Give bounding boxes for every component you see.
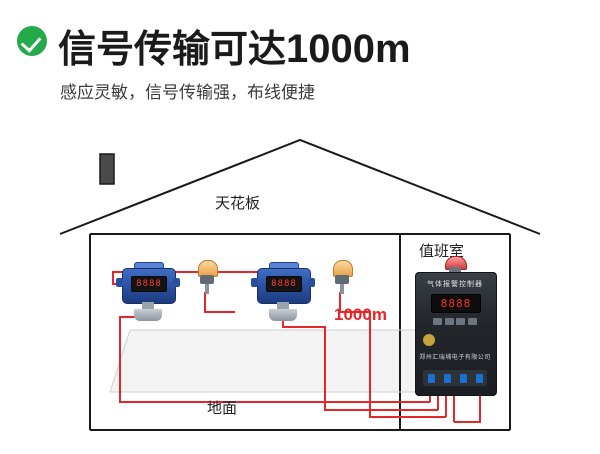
detector-stem (277, 302, 289, 311)
chimney (99, 153, 115, 185)
terminal-3 (459, 373, 467, 383)
label-distance: 1000m (334, 305, 387, 324)
detector-arm-right (173, 278, 180, 287)
page-title-text: 信号传输可达 (58, 29, 287, 71)
label-ground: 地面 (207, 400, 238, 417)
controller-button-4[interactable] (467, 318, 477, 325)
detector-arm-left (116, 278, 123, 287)
controller-button-1[interactable] (433, 318, 442, 325)
detector-sensor-head (269, 309, 297, 321)
horn-pole (340, 284, 344, 294)
gas-alarm-controller: 气体报警控制器 8888 郑州汇瑞埔电子有限公司 (415, 256, 497, 396)
page-subtitle: 感应灵敏，信号传输强，布线便捷 (60, 83, 315, 102)
page-title: 信号传输可达1000m (58, 18, 411, 73)
page-title-number: 1000m (286, 27, 411, 71)
terminal-4 (475, 373, 483, 383)
roof-line (59, 138, 541, 235)
wire-horn-2 (339, 292, 446, 418)
strobe-base (449, 267, 461, 272)
controller-display: 8888 (431, 294, 481, 313)
controller-button-row[interactable] (433, 318, 477, 325)
wire-horn-1 (204, 292, 235, 313)
controller-button-3[interactable] (456, 318, 466, 325)
horn-base (200, 275, 214, 284)
controller-company-label: 郑州汇瑞埔电子有限公司 (419, 355, 491, 361)
controller-terminal-block (423, 370, 487, 386)
detector-sensor-head (134, 309, 162, 321)
controller-brand-label: 气体报警控制器 (427, 281, 483, 288)
floor-shading (110, 330, 490, 392)
terminal-1 (427, 373, 435, 383)
detector-stem (142, 302, 154, 311)
horn-base (335, 275, 349, 284)
alarm-horn-1 (196, 260, 218, 294)
gas-detector-2: 8888 (251, 262, 315, 322)
controller-logo-icon (423, 334, 435, 346)
terminal-2 (443, 373, 451, 383)
check-circle-icon (17, 26, 47, 56)
header: 信号传输可达1000m 感应灵敏，信号传输强，布线便捷 (0, 0, 600, 110)
label-duty-room: 值班室 (419, 243, 465, 260)
label-ceiling: 天花板 (215, 195, 261, 212)
detector-display: 8888 (266, 276, 302, 292)
detector-display: 8888 (131, 276, 167, 292)
house-diagram: 天花板 值班室 地面 1000m 8888 8888 (0, 112, 600, 454)
detector-arm-left (251, 278, 258, 287)
alarm-horn-2 (331, 260, 353, 294)
controller-button-2[interactable] (444, 318, 454, 325)
controller-strobe-light (445, 256, 467, 272)
detector-arm-right (308, 278, 315, 287)
gas-detector-1: 8888 (116, 262, 180, 322)
horn-pole (205, 284, 209, 294)
